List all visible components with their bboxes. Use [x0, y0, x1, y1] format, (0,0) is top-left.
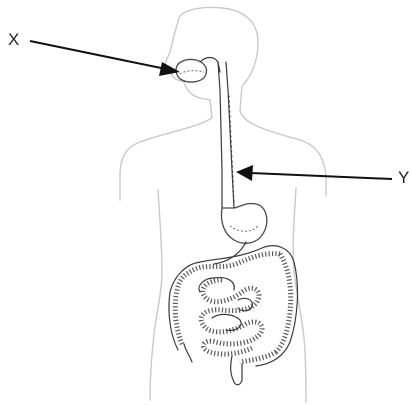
colon-ascending: [175, 272, 190, 344]
oesophagus-left-wall: [218, 62, 222, 210]
label-x: X: [8, 30, 19, 49]
small-intestine-loop-3: [238, 298, 252, 310]
rectum: [231, 356, 242, 385]
appendix: [184, 344, 192, 362]
label-y: Y: [398, 168, 409, 187]
label-y-group: Y: [236, 165, 409, 187]
colon-sigmoid: [240, 352, 276, 362]
arrow-x-line: [30, 41, 166, 69]
right-torso-outline: [293, 188, 306, 402]
colon-descending: [276, 254, 291, 352]
label-x-group: X: [8, 30, 180, 76]
oral-cavity: [176, 59, 207, 82]
oesophagus: [218, 62, 234, 210]
left-torso-outline: [150, 190, 162, 400]
stomach: [222, 203, 267, 243]
left-shoulder-outline: [120, 118, 212, 200]
small-intestine-coils: [201, 280, 262, 354]
head-outline: [178, 8, 258, 110]
arrow-y-line: [250, 173, 392, 179]
mouth: [176, 58, 220, 83]
right-shoulder-outline: [240, 110, 326, 196]
duodenum: [214, 242, 246, 264]
arrow-y-head: [236, 165, 253, 181]
